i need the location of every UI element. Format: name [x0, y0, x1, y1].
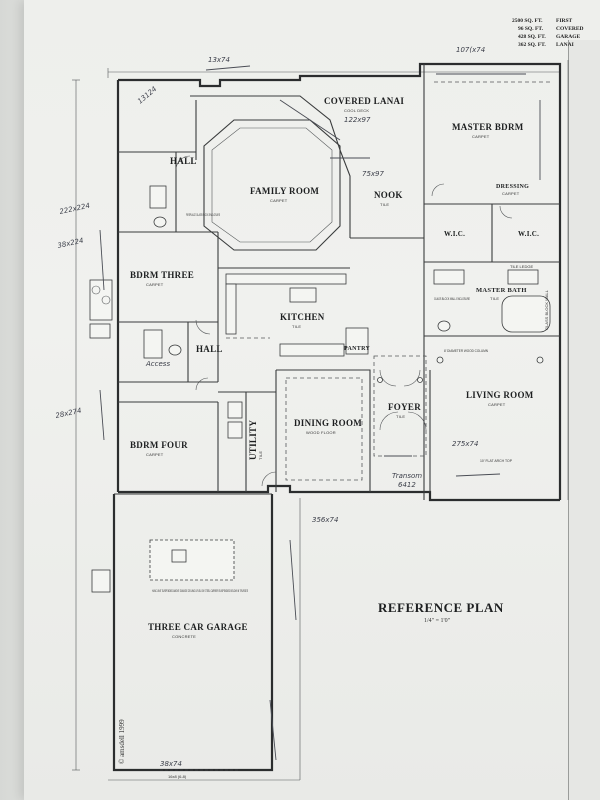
label-garage: THREE CAR GARAGE	[148, 622, 248, 632]
note-fireplace: FIREPLACE GLASS BLOCK ENCLOSURE	[186, 212, 220, 217]
finish-nook: TILE	[380, 202, 389, 207]
hand-transom-dim: 6412	[398, 481, 416, 489]
area-first-value: 2500 SQ. FT.	[512, 18, 543, 24]
finish-dining-room: WOOD FLOOR	[306, 430, 336, 435]
hand-left-dim-3: 28x274	[55, 407, 83, 420]
label-wic-left: W.I.C.	[444, 230, 465, 238]
label-bdrm-three: BDRM THREE	[130, 270, 194, 280]
label-dining-room: DINING ROOM	[294, 418, 362, 428]
label-foyer: FOYER	[388, 402, 421, 412]
hand-access: Access	[145, 360, 170, 368]
finish-foyer: TILE	[396, 414, 405, 419]
finish-garage: CONCRETE	[172, 634, 196, 639]
note-garage-door: 16x8 (6-8)	[168, 774, 187, 779]
finish-dressing: CARPET	[502, 191, 520, 196]
area-covered-value: 96 SQ. FT.	[518, 26, 544, 32]
finish-covered-lanai: COOL DECK	[344, 108, 369, 113]
area-garage-value: 428 SQ. FT.	[518, 34, 546, 40]
finish-bdrm-three: CARPET	[146, 282, 164, 287]
sheet-scale: 1/4" = 1'0"	[424, 618, 451, 624]
finish-master-bdrm: CARPET	[472, 134, 490, 139]
label-dressing: DRESSING	[496, 184, 529, 190]
finish-living-room: CARPET	[488, 402, 506, 407]
label-pantry: PANTRY	[344, 346, 371, 352]
hand-corner-note: 13124	[136, 85, 158, 105]
sheet-title: REFERENCE PLAN	[378, 600, 504, 615]
hand-family-dim: 75x97	[362, 170, 385, 178]
note-attic: HVAC UNIT SUSPENDED ABOVE GARAGE CEILING…	[152, 588, 248, 593]
interior-walls	[118, 64, 560, 500]
hand-left-dim-2: 38x224	[57, 237, 85, 250]
finish-bdrm-four: CARPET	[146, 452, 164, 457]
label-master-bath: MASTER BATH	[476, 287, 527, 294]
area-lanai-value: 362 SQ. FT.	[518, 42, 546, 48]
hand-dining-dim: 356x74	[312, 516, 338, 524]
area-table: 2500 SQ. FT. FIRST 96 SQ. FT. COVERED 42…	[512, 18, 584, 48]
finish-family-room: CARPET	[270, 198, 288, 203]
hand-left-dim-1: 222x224	[59, 202, 91, 216]
door-swings	[175, 155, 513, 487]
note-tile-ledge: TILE LEDGE	[510, 264, 533, 269]
dimension-lines	[72, 60, 569, 781]
technical-notes: HVAC UNIT SUSPENDED ABOVE GARAGE CEILING…	[152, 212, 549, 779]
finish-master-bath: TILE	[490, 296, 499, 301]
note-columns: 8' DIAMETER WOOD COLUMN	[444, 348, 488, 353]
note-shower: GLASS BLOCK WALL ENCLOSURE	[434, 296, 470, 301]
next-sheet-edge	[568, 40, 600, 800]
exterior-walls	[112, 62, 562, 772]
area-garage-label: GARAGE	[556, 34, 580, 40]
note-wall: GLASS BLOCK WALL	[544, 289, 549, 330]
note-arch: 10' FLAT ARCH TOP	[480, 458, 512, 463]
hand-master-dim: 107(x74	[456, 46, 485, 54]
label-family-room: FAMILY ROOM	[250, 186, 319, 196]
hand-garage-dim: 38x74	[160, 760, 182, 768]
label-nook: NOOK	[374, 190, 403, 200]
area-lanai-label: LANAI	[556, 42, 574, 48]
label-hall-upper: HALL	[170, 156, 197, 166]
hand-living-dim: 275x74	[452, 440, 478, 448]
label-utility: UTILITY	[248, 420, 258, 460]
area-covered-label: COVERED	[556, 26, 584, 32]
room-labels: COVERED LANAI COOL DECK MASTER BDRM CARP…	[130, 96, 539, 639]
fixtures	[89, 185, 551, 593]
hand-transom: Transom	[392, 472, 422, 480]
label-kitchen: KITCHEN	[280, 312, 325, 322]
label-living-room: LIVING ROOM	[466, 390, 534, 400]
label-wic-right: W.I.C.	[518, 230, 539, 238]
label-covered-lanai: COVERED LANAI	[324, 96, 404, 106]
label-hall-lower: HALL	[196, 344, 223, 354]
area-first-label: FIRST	[556, 18, 573, 24]
finish-utility: TILE	[258, 451, 263, 460]
sheet-title-block: REFERENCE PLAN 1/4" = 1'0" © amsdell 199…	[118, 600, 504, 764]
pencil-annotations	[99, 65, 541, 761]
label-bdrm-four: BDRM FOUR	[130, 440, 188, 450]
finish-kitchen: TILE	[292, 324, 301, 329]
sheet-copyright: © amsdell 1999	[118, 719, 126, 764]
hand-top-dim: 13x74	[208, 56, 230, 64]
hand-lanai-dim: 122x97	[344, 116, 371, 124]
label-master-bdrm: MASTER BDRM	[452, 122, 524, 132]
